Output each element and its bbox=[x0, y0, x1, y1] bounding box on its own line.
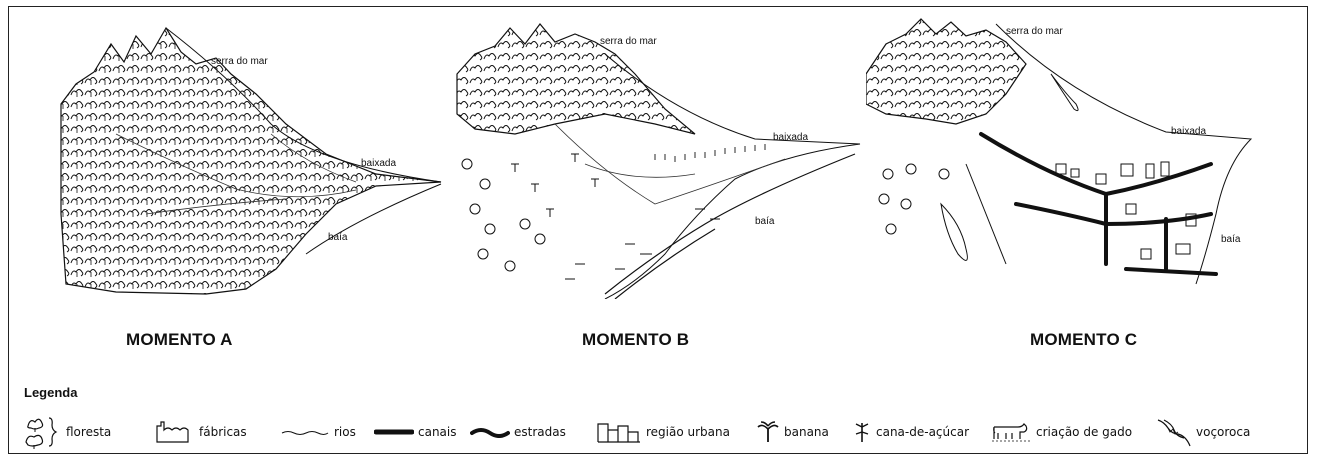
legend-item-floresta: floresta bbox=[22, 412, 111, 452]
legend: floresta fábricas rios canais bbox=[22, 412, 1292, 452]
figure-frame bbox=[8, 6, 1308, 454]
map-moment-c: serra do mar baixada baía bbox=[866, 14, 1286, 299]
canal-icon bbox=[374, 427, 414, 437]
legend-label: floresta bbox=[66, 425, 112, 439]
legend-item-criacao-de-gado: criação de gado bbox=[992, 412, 1132, 452]
legend-label: voçoroca bbox=[1196, 425, 1251, 439]
cattle-icon bbox=[992, 421, 1032, 443]
sugarcane-icon bbox=[852, 420, 872, 444]
legend-title: Legenda bbox=[24, 385, 78, 400]
caption-moment-b: MOMENTO B bbox=[582, 330, 690, 349]
tree-icon bbox=[22, 414, 62, 450]
legend-item-estradas: estradas bbox=[470, 412, 566, 452]
legend-item-cana-de-acucar: cana-de-açúcar bbox=[852, 412, 969, 452]
legend-label: cana-de-açúcar bbox=[876, 425, 970, 439]
caption-moment-c: MOMENTO C bbox=[1030, 330, 1138, 349]
factory-icon bbox=[155, 420, 195, 444]
map-moment-a: serra do mar baixada baía bbox=[56, 14, 456, 299]
legend-label: fábricas bbox=[199, 425, 247, 439]
legend-item-canais: canais bbox=[374, 412, 457, 452]
legend-item-regiao-urbana: região urbana bbox=[596, 412, 730, 452]
label-baixada: baixada bbox=[361, 158, 396, 169]
urban-icon bbox=[596, 420, 642, 444]
legend-label: canais bbox=[418, 425, 457, 439]
legend-label: banana bbox=[784, 425, 829, 439]
label-baia: baía bbox=[328, 232, 348, 243]
label-baixada: baixada bbox=[1171, 126, 1206, 137]
label-serra-do-mar: serra do mar bbox=[1006, 26, 1063, 37]
legend-item-fabricas: fábricas bbox=[155, 412, 247, 452]
road-icon bbox=[470, 426, 510, 438]
map-moment-b: serra do mar baixada baía bbox=[455, 14, 865, 299]
label-baia: baía bbox=[1221, 234, 1241, 245]
legend-item-banana: banana bbox=[756, 412, 829, 452]
legend-label: estradas bbox=[514, 425, 566, 439]
label-serra-do-mar: serra do mar bbox=[211, 56, 268, 67]
caption-moment-a: MOMENTO A bbox=[126, 330, 233, 349]
river-icon bbox=[280, 427, 330, 437]
legend-label: rios bbox=[334, 425, 356, 439]
legend-label: criação de gado bbox=[1036, 425, 1133, 439]
banana-icon bbox=[756, 420, 780, 444]
legend-item-rios: rios bbox=[280, 412, 356, 452]
legend-item-vocoroca: voçoroca bbox=[1156, 412, 1250, 452]
label-serra-do-mar: serra do mar bbox=[600, 36, 657, 47]
legend-label: região urbana bbox=[646, 425, 730, 439]
gully-icon bbox=[1156, 416, 1192, 448]
label-baixada: baixada bbox=[773, 132, 808, 143]
label-baia: baía bbox=[755, 216, 775, 227]
